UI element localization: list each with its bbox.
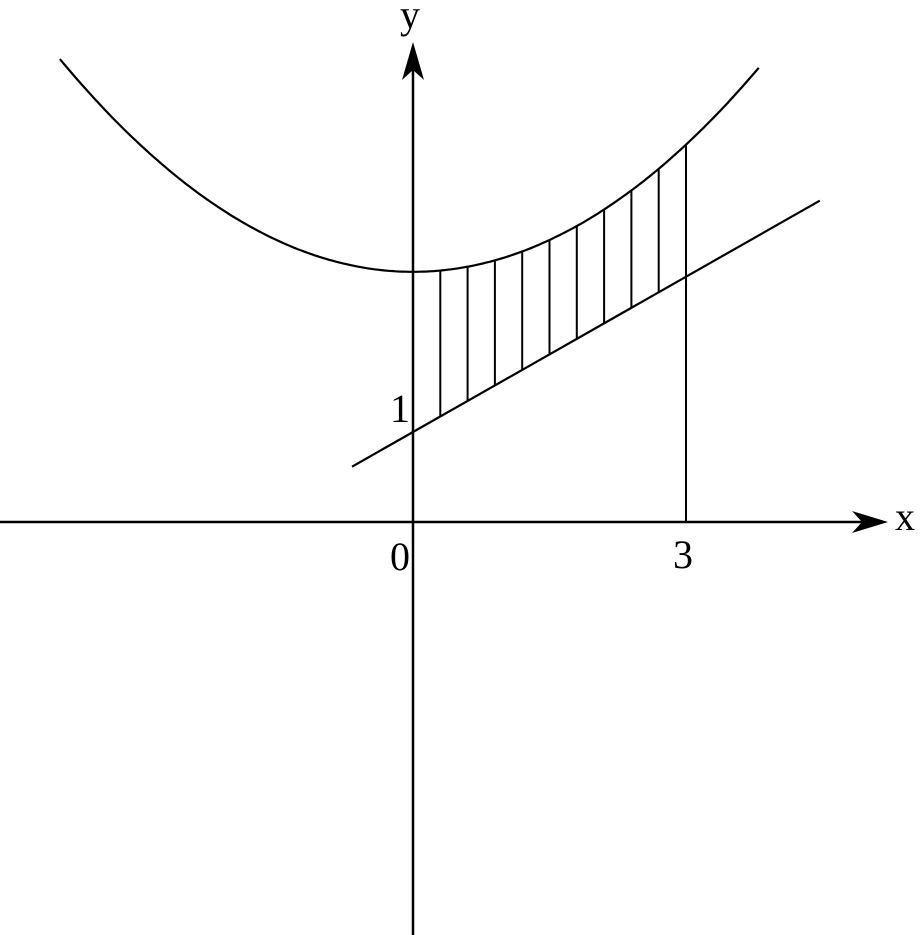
origin-label: 0 — [390, 534, 410, 579]
x-tick-label-3: 3 — [673, 532, 693, 577]
y-axis-label: y — [400, 0, 420, 37]
y-tick-label-1: 1 — [390, 386, 410, 431]
linear-function-line — [351, 199, 821, 468]
y-axis-arrow-icon — [402, 42, 424, 80]
x-axis-arrow-icon — [852, 511, 888, 533]
parabola-curve — [59, 58, 760, 273]
x-axis-label: x — [895, 494, 915, 539]
shaded-region-hatching — [439, 168, 660, 417]
